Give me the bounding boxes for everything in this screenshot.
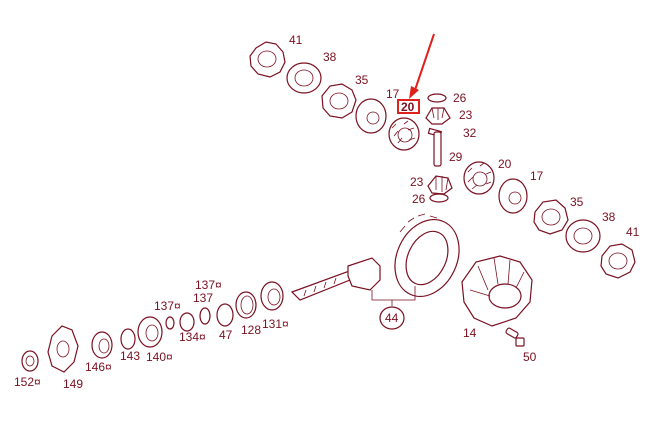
label-38-lower: 38 (602, 210, 616, 224)
label-23-upper: 23 (459, 108, 473, 122)
label-41-upper: 41 (289, 33, 303, 47)
part-29-shaft[interactable] (433, 131, 442, 167)
part-14-differential-housing[interactable] (461, 255, 533, 327)
highlight-box-20 (397, 99, 420, 114)
label-38-upper: 38 (323, 50, 337, 64)
label-29: 29 (449, 150, 463, 164)
label-152: 152¤ (14, 375, 41, 389)
part-143-ring[interactable] (120, 328, 136, 350)
label-137-left: 137¤ (154, 299, 181, 313)
part-131-bearing[interactable] (260, 281, 284, 311)
part-47-shim[interactable] (216, 303, 234, 327)
part-38-lower-disc[interactable] (565, 219, 601, 253)
label-128: 128 (241, 323, 261, 337)
part-26-upper-washer[interactable] (427, 93, 447, 103)
label-17-upper: 17 (386, 87, 400, 101)
label-146: 146¤ (85, 360, 112, 374)
label-26-lower: 26 (412, 192, 426, 206)
label-14: 14 (463, 326, 477, 340)
part-41-lower-disc[interactable] (600, 243, 636, 279)
part-137-small-washer[interactable] (165, 316, 175, 330)
bracket-44 (371, 286, 416, 306)
label-47: 47 (219, 328, 233, 342)
part-134-collar[interactable] (179, 312, 195, 332)
part-26-lower-washer[interactable] (429, 193, 449, 203)
label-23-lower: 23 (410, 175, 424, 189)
label-50: 50 (523, 350, 537, 364)
label-137-top: 137¤ (195, 278, 222, 292)
part-44-ring-gear[interactable] (383, 209, 471, 307)
label-131: 131¤ (262, 317, 289, 331)
part-44-pinion-shaft[interactable] (290, 257, 381, 301)
label-140: 140¤ (146, 350, 173, 364)
part-20-lower-side-gear[interactable] (463, 161, 495, 195)
part-146-seal[interactable] (91, 331, 113, 359)
part-152-nut[interactable] (21, 350, 39, 372)
label-20-lower: 20 (498, 157, 512, 171)
part-20-upper-side-gear[interactable] (388, 117, 420, 151)
label-41-lower: 41 (626, 225, 640, 239)
part-41-upper-disc[interactable] (249, 41, 286, 78)
part-35-lower-disc[interactable] (533, 199, 569, 235)
label-143: 143 (120, 349, 140, 363)
label-26-upper: 26 (453, 91, 467, 105)
part-140-bearing[interactable] (137, 316, 163, 348)
part-50-bolt[interactable] (505, 327, 525, 347)
part-17-upper-thrust-washer[interactable] (355, 98, 387, 134)
part-38-upper-disc[interactable] (286, 62, 322, 94)
label-35-lower: 35 (570, 195, 584, 209)
part-128-spacer[interactable] (235, 291, 257, 319)
label-32: 32 (463, 126, 477, 140)
part-17-lower-thrust-washer[interactable] (498, 178, 528, 214)
label-20-upper[interactable]: 20 (401, 100, 415, 114)
callout-circle-44 (379, 306, 405, 330)
label-149: 149 (63, 377, 83, 391)
label-137: 137 (193, 291, 213, 305)
part-23-lower-pinion[interactable] (427, 175, 453, 195)
label-17-lower: 17 (530, 169, 544, 183)
part-137-washer[interactable] (199, 307, 211, 325)
part-23-upper-pinion[interactable] (425, 107, 451, 125)
part-149-flange[interactable] (47, 325, 79, 373)
label-44: 44 (385, 311, 399, 325)
label-134: 134¤ (179, 330, 206, 344)
highlight-arrow (409, 33, 435, 99)
label-35-upper: 35 (355, 73, 369, 87)
part-35-upper-disc[interactable] (321, 83, 357, 119)
